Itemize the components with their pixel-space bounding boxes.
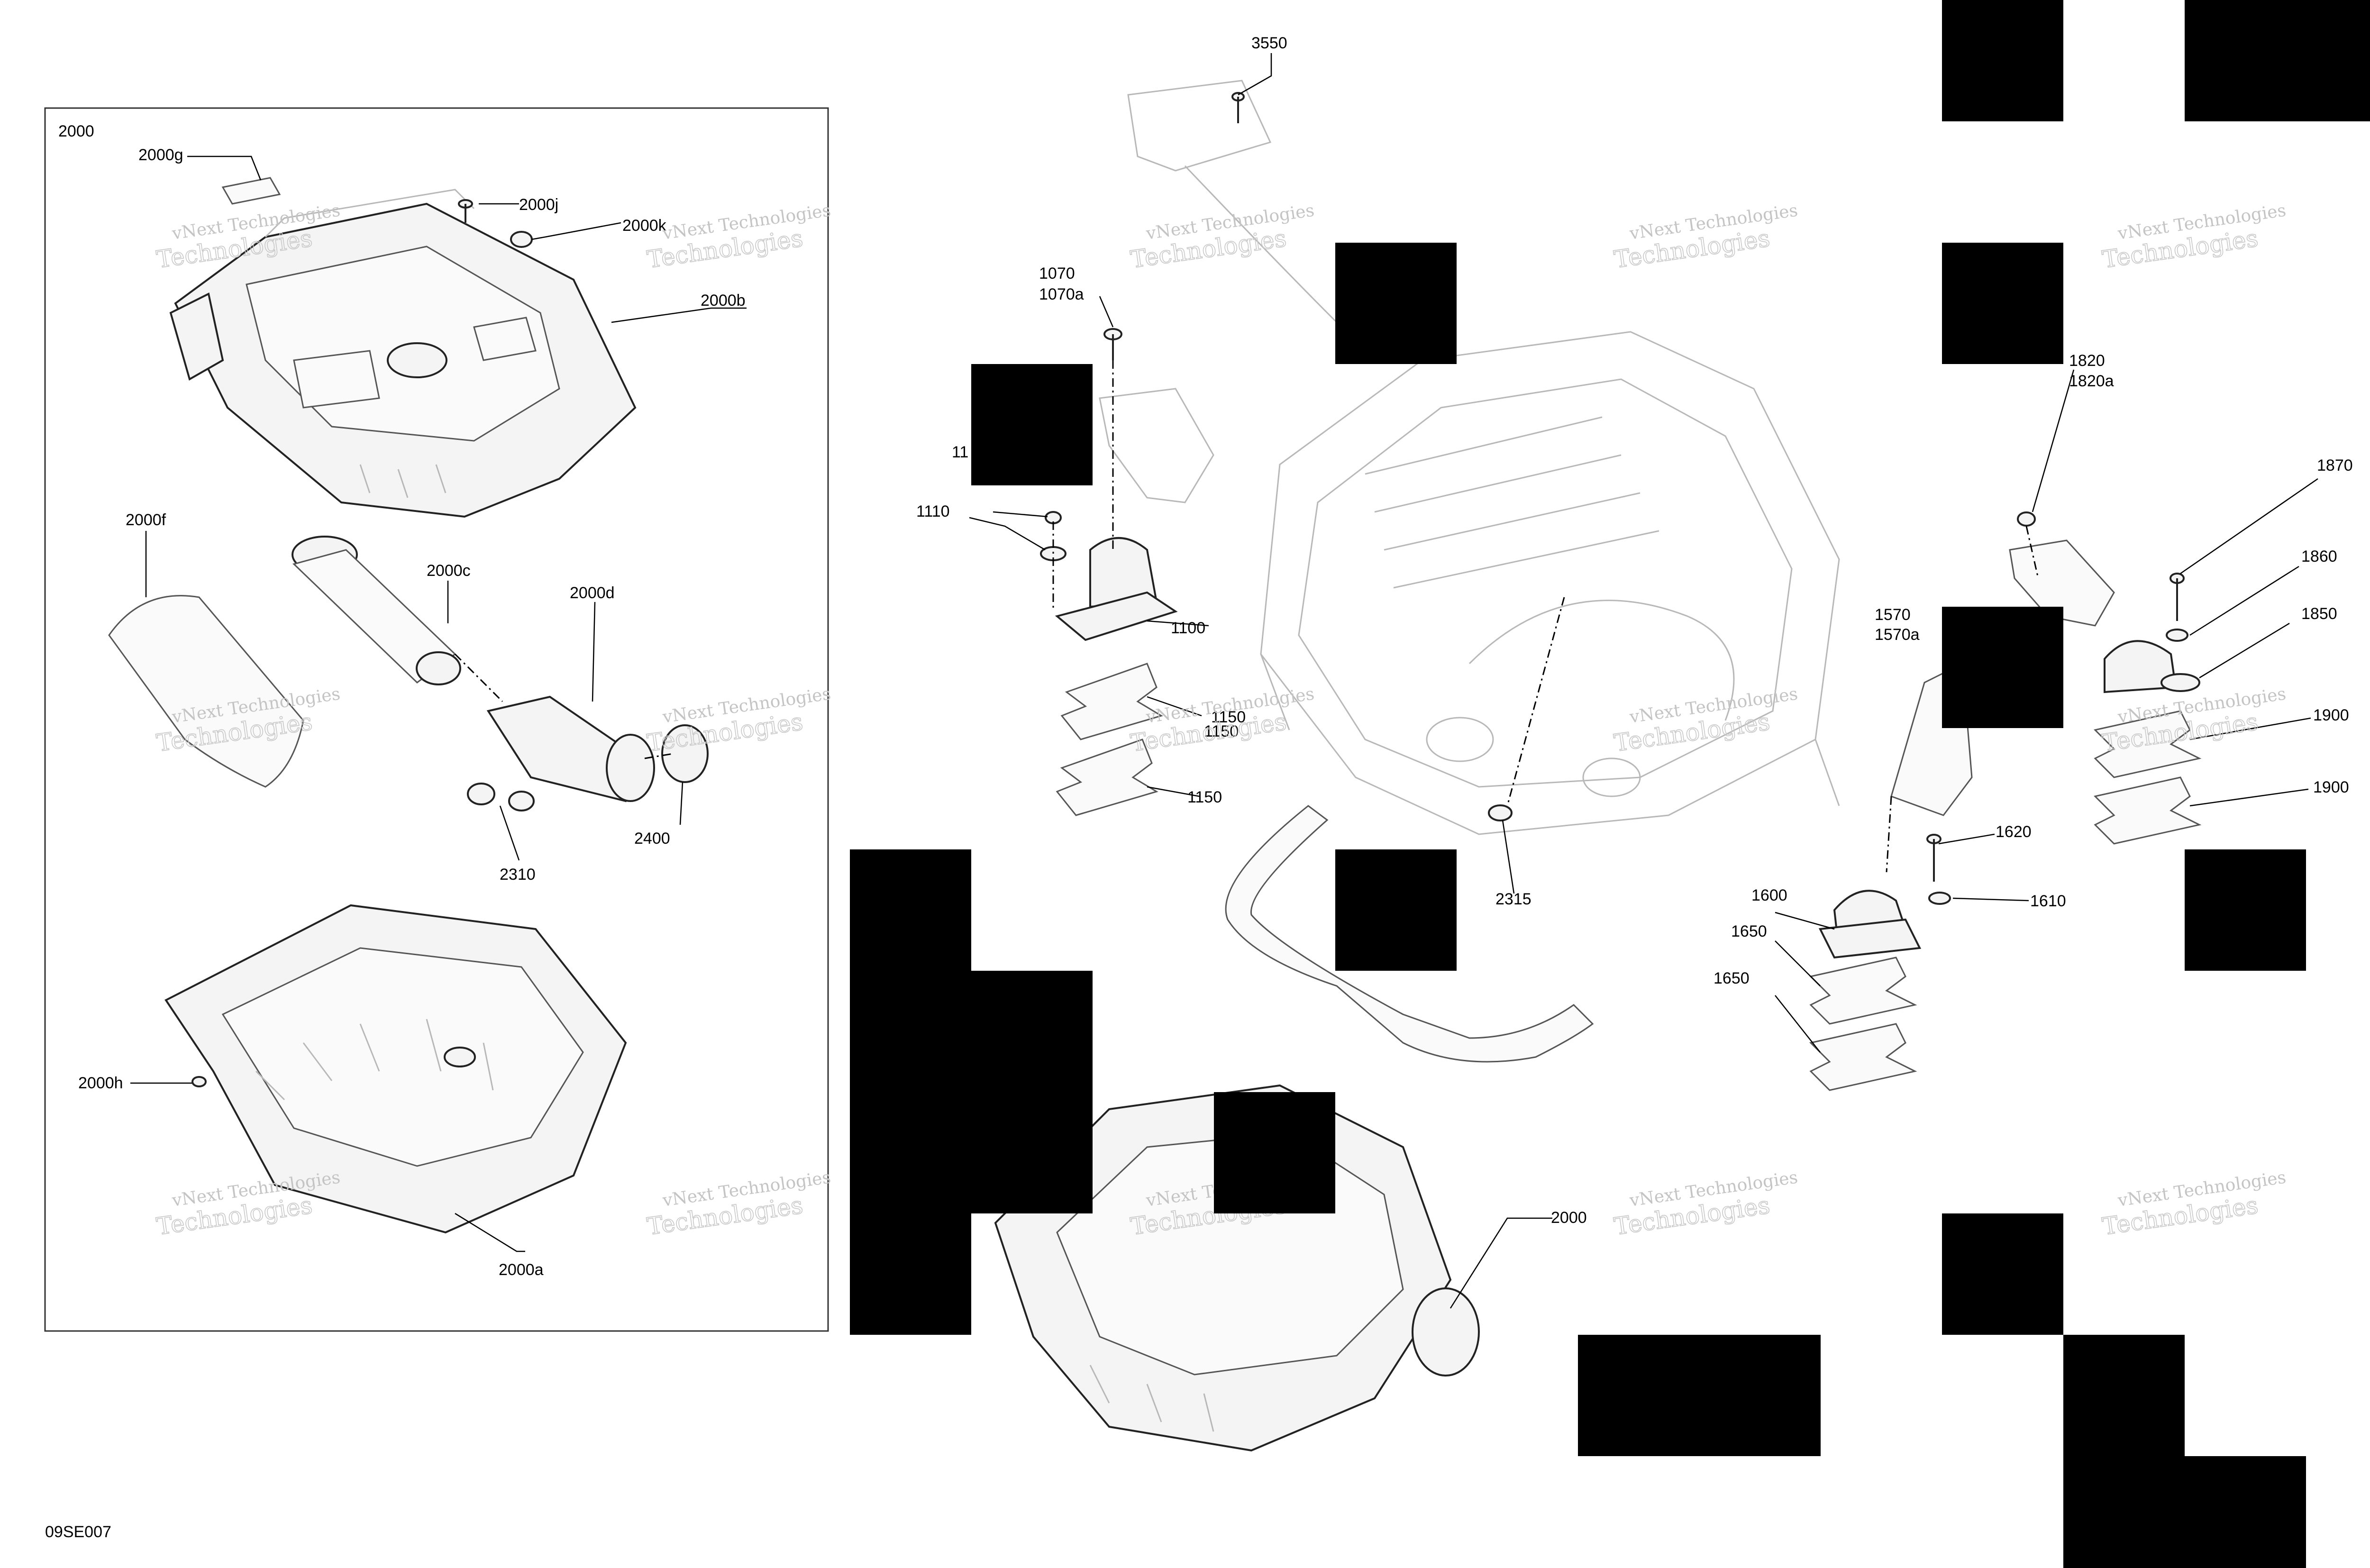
mount-1850-drawing [2104, 573, 2200, 693]
callout-2000c: 2000c [427, 562, 471, 580]
callout-1070: 1070 [1039, 264, 1075, 283]
duct-2000f-drawing [108, 595, 304, 788]
callout-1850: 1850 [2301, 605, 2337, 623]
callout-1620: 1620 [1996, 823, 2032, 841]
redaction-block [1942, 607, 2063, 728]
callout-1820a: 1820a [2069, 372, 2114, 390]
inset-center-line [454, 653, 674, 759]
callout-2000h: 2000h [78, 1074, 123, 1092]
redaction-block [1214, 1092, 1335, 1213]
screw-3550-drawing [1231, 92, 1245, 123]
redaction-block [1335, 849, 1457, 971]
inset-title: 2000 [58, 122, 94, 140]
redaction-block [971, 364, 1093, 485]
callout-1820: 1820 [2069, 352, 2105, 370]
clamp-2310-drawing [467, 783, 535, 811]
mount-1100-drawing [1040, 511, 1178, 641]
callout-1150-a: 1150 [1211, 708, 1246, 726]
inset-leader-lines [130, 155, 747, 1252]
clamp-2315-drawing [1488, 804, 1513, 821]
callout-1610: 1610 [2030, 892, 2066, 910]
callout-2400: 2400 [634, 830, 670, 848]
clamp-2400-drawing [661, 724, 709, 783]
callout-1900-a: 1900 [2313, 706, 2349, 724]
redaction-block [1942, 243, 2063, 364]
screw-2000j-drawing [458, 199, 473, 223]
bracket-1820-drawing [2009, 511, 2115, 627]
right-center-lines [1886, 526, 2039, 873]
callout-1070a: 1070a [1039, 285, 1084, 303]
module-3550-drawing [1127, 80, 1338, 323]
bolt-1070-drawing [1103, 328, 1122, 360]
callout-2000d: 2000d [570, 584, 615, 602]
callout-1150-b: 1150 [1204, 722, 1239, 740]
redaction-block [850, 1213, 971, 1335]
callout-2315: 2315 [1495, 890, 1531, 908]
redaction-block [1942, 0, 2063, 121]
callout-1860: 1860 [2301, 547, 2337, 565]
inset-frame [44, 107, 829, 1332]
callout-1110: 1110 [916, 502, 950, 520]
fastener-2000h-drawing [191, 1076, 207, 1087]
redaction-block [2063, 1335, 2185, 1568]
callout-1650-a: 1650 [1731, 922, 1767, 940]
callout-11-partial: 11 [952, 443, 968, 461]
shims-1900-drawing [2094, 710, 2202, 845]
airbox-cover-drawing [169, 189, 637, 518]
engine-ghost-drawing [1260, 331, 1840, 835]
callout-1650-b: 1650 [1714, 969, 1750, 987]
callout-1150-c: 1150 [1187, 788, 1222, 806]
callout-2000f: 2000f [126, 511, 166, 529]
shims-1150-drawing [1056, 663, 1163, 816]
redaction-block [1578, 1335, 1821, 1456]
mount-1600-drawing [1818, 834, 1951, 959]
callout-2000a: 2000a [499, 1261, 544, 1279]
tube-2000c-drawing [292, 536, 461, 685]
redaction-block [2185, 1456, 2306, 1568]
callout-1900-b: 1900 [2313, 778, 2349, 796]
callout-2000g: 2000g [138, 146, 183, 164]
shims-1650-drawing [1809, 957, 1917, 1091]
callout-1570: 1570 [1875, 606, 1911, 624]
label-plate-drawing [221, 177, 281, 205]
callout-3550: 3550 [1251, 34, 1287, 52]
redaction-block [2185, 0, 2370, 121]
sleeve-2000d-drawing [486, 695, 655, 802]
callout-2310: 2310 [500, 866, 536, 884]
callout-1870: 1870 [2317, 456, 2353, 474]
callout-1570a: 1570a [1875, 626, 1920, 644]
engine-bracket-drawing [1099, 388, 1214, 503]
redaction-block [850, 849, 971, 1213]
callout-labels: 2000g 2000j 2000k 2000b 2000f 2000c 2000… [78, 34, 2353, 1279]
callout-2000j: 2000j [519, 196, 558, 214]
callout-1100: 1100 [1171, 619, 1205, 637]
diagram-code: 09SE007 [45, 1523, 111, 1541]
redaction-block [1335, 243, 1457, 364]
callout-2000b: 2000b [701, 292, 746, 310]
mount-center-line [1052, 360, 1114, 611]
airbox-base-drawing [164, 904, 627, 1234]
callout-2000: 2000 [1551, 1209, 1587, 1227]
hose-drawing [1225, 805, 1594, 1063]
redaction-blocks [850, 0, 2370, 1568]
redaction-block [1942, 1213, 2063, 1335]
callout-1600: 1600 [1751, 886, 1787, 904]
redaction-block [2185, 849, 2306, 971]
clamp-center-line [1506, 597, 1565, 806]
grommet-2000k-drawing [510, 231, 533, 248]
redaction-block [971, 1092, 1093, 1213]
callout-2000k: 2000k [622, 217, 667, 235]
